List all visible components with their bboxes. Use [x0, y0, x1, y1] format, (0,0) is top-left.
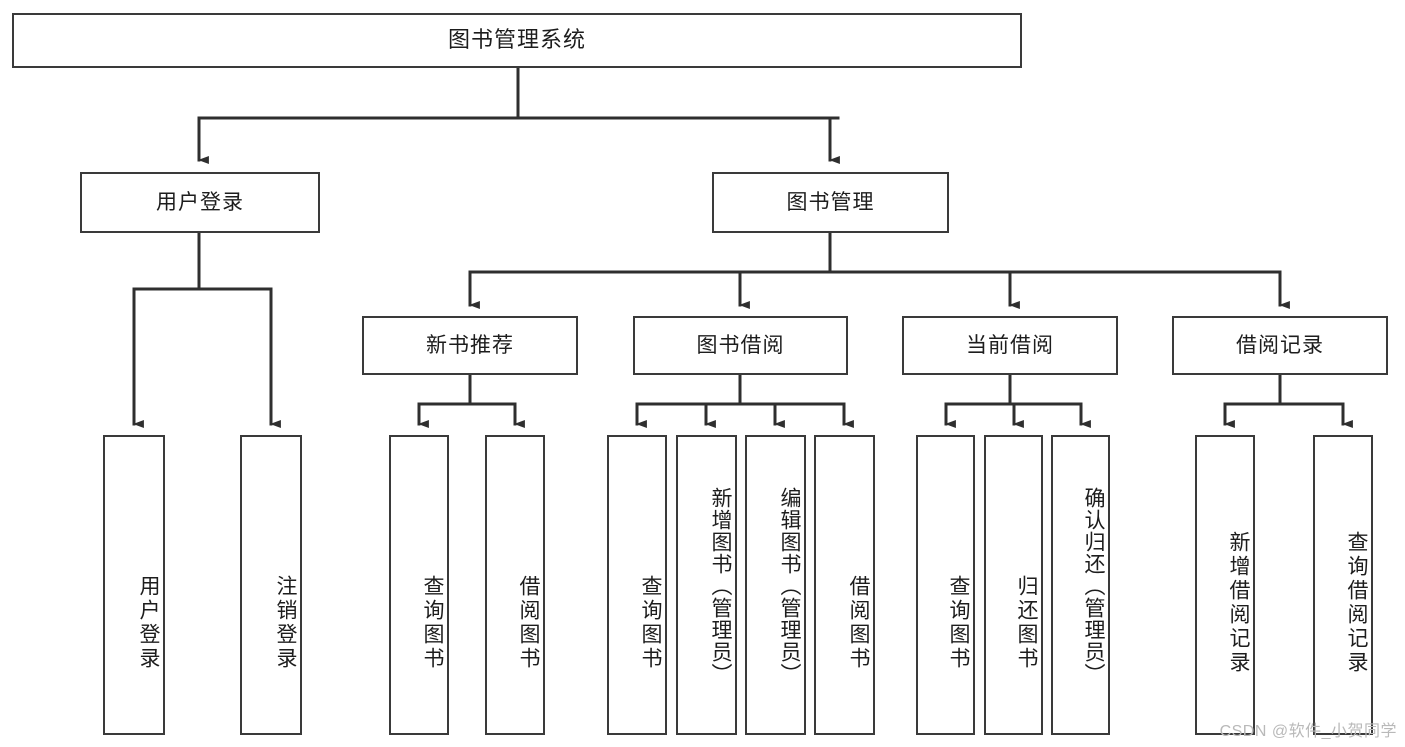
node-leaf-query-record[interactable]: 查询借阅记录: [1313, 435, 1373, 735]
node-book-management[interactable]: 图书管理: [712, 172, 949, 233]
node-leaf-borrow-book-2[interactable]: 借阅图书: [814, 435, 875, 735]
node-leaf-query-book-3[interactable]: 查询图书: [916, 435, 975, 735]
node-leaf-query-book-1-label: 查询图书: [421, 574, 444, 671]
node-leaf-add-record[interactable]: 新增借阅记录: [1195, 435, 1255, 735]
node-leaf-return-book[interactable]: 归还图书: [984, 435, 1043, 735]
csdn-watermark: CSDN @软件_小贺同学: [1219, 723, 1397, 740]
node-leaf-user-login[interactable]: 用户登录: [103, 435, 165, 735]
node-leaf-borrow-book-1-label: 借阅图书: [517, 574, 540, 671]
node-new-book-recommend-label: 新书推荐: [426, 333, 514, 357]
node-book-borrow-label: 图书借阅: [696, 333, 785, 357]
node-leaf-confirm-return[interactable]: 确认归还（管理员）: [1051, 435, 1110, 735]
node-root-system[interactable]: 图书管理系统: [12, 13, 1022, 68]
node-leaf-query-book-3-label: 查询图书: [947, 574, 970, 671]
node-leaf-query-book-1[interactable]: 查询图书: [389, 435, 449, 735]
node-borrow-record-label: 借阅记录: [1236, 333, 1324, 357]
node-current-borrow-label: 当前借阅: [966, 333, 1054, 357]
node-leaf-query-record-label: 查询借阅记录: [1345, 530, 1368, 675]
node-current-borrow[interactable]: 当前借阅: [902, 316, 1118, 375]
node-book-borrow[interactable]: 图书借阅: [633, 316, 848, 375]
node-leaf-user-login-label: 用户登录: [137, 574, 160, 671]
node-leaf-confirm-return-label: 确认归还（管理员）: [1082, 487, 1105, 685]
node-user-login[interactable]: 用户登录: [80, 172, 320, 233]
node-borrow-record[interactable]: 借阅记录: [1172, 316, 1388, 375]
node-leaf-user-logout-label: 注销登录: [274, 574, 297, 671]
node-new-book-recommend[interactable]: 新书推荐: [362, 316, 578, 375]
node-book-management-label: 图书管理: [786, 190, 875, 214]
node-leaf-add-book-label: 新增图书（管理员）: [709, 487, 732, 685]
node-leaf-borrow-book-1[interactable]: 借阅图书: [485, 435, 545, 735]
node-user-login-label: 用户登录: [156, 190, 244, 214]
node-leaf-query-book-2-label: 查询图书: [639, 574, 662, 671]
node-leaf-borrow-book-2-label: 借阅图书: [847, 574, 870, 671]
node-root-system-label: 图书管理系统: [447, 27, 586, 53]
node-leaf-user-logout[interactable]: 注销登录: [240, 435, 302, 735]
node-leaf-edit-book-label: 编辑图书（管理员）: [778, 487, 801, 685]
node-leaf-return-book-label: 归还图书: [1015, 574, 1038, 671]
node-leaf-query-book-2[interactable]: 查询图书: [607, 435, 667, 735]
node-leaf-add-book[interactable]: 新增图书（管理员）: [676, 435, 737, 735]
node-leaf-edit-book[interactable]: 编辑图书（管理员）: [745, 435, 806, 735]
node-leaf-add-record-label: 新增借阅记录: [1227, 530, 1250, 675]
